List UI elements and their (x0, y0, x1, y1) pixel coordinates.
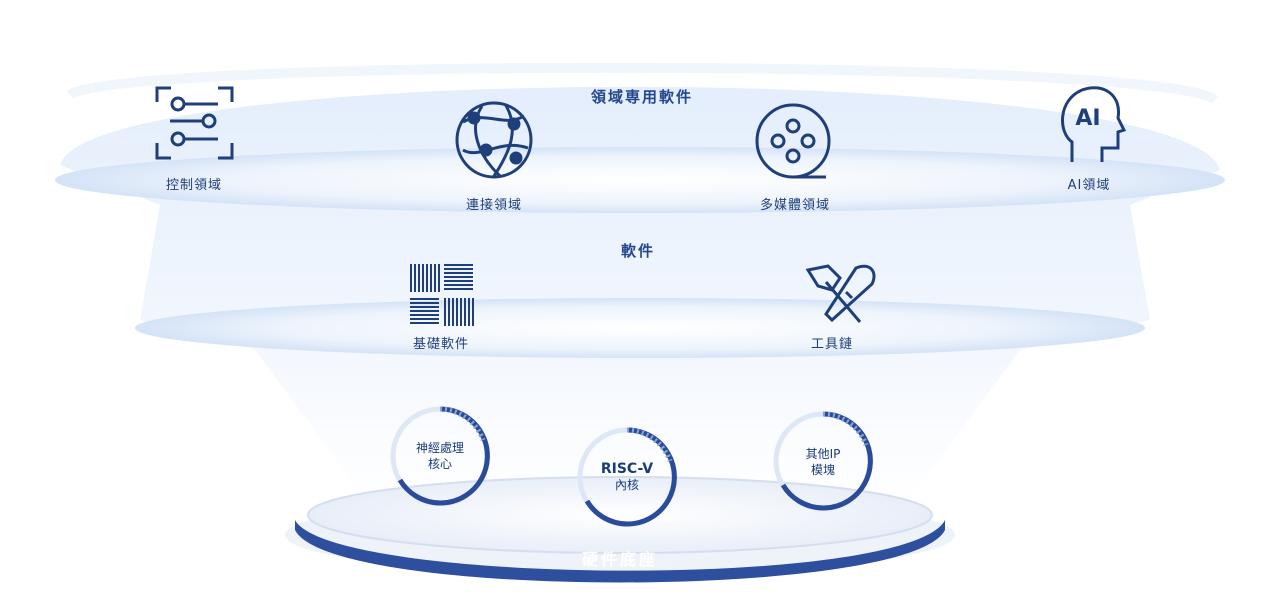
riscv-core-line1: RISC-V (600, 461, 654, 477)
chip-ring-1 (390, 406, 490, 506)
npu-core-line2: 核心 (427, 457, 452, 471)
domain-layer-disc (55, 147, 1225, 213)
npu-core-label: 神經處理 核心 (400, 440, 480, 472)
chip-ring-3 (773, 411, 873, 511)
other-ip-label: 其他IP 模塊 (783, 446, 863, 478)
base-grid-icon (410, 264, 474, 326)
software-layer-title: 軟件 (620, 242, 656, 260)
domain-layer-title: 領域専用軟件 (590, 88, 694, 106)
base-software-label: 基礎軟件 (412, 337, 470, 352)
chip-ring-2 (577, 427, 677, 527)
toolchain-label: 工具鏈 (810, 337, 854, 352)
control-sliders-icon (155, 86, 234, 160)
network-globe-icon (455, 101, 533, 179)
ai-head-icon: AI (1061, 86, 1127, 162)
riscv-core-label: RISC-V 內核 (587, 461, 667, 493)
connect-domain-label: 連接領域 (465, 198, 523, 213)
svg-text:AI: AI (1075, 106, 1100, 131)
film-reel-icon (755, 103, 831, 179)
npu-core-line1: 神經處理 (415, 441, 464, 455)
software-layer-disc (135, 298, 1145, 358)
other-ip-line2: 模塊 (810, 463, 835, 477)
hardware-base-label: 硬件底座 (581, 550, 659, 569)
riscv-core-line2: 內核 (614, 478, 639, 492)
base-ring (295, 520, 945, 583)
other-ip-line1: 其他IP (805, 447, 841, 461)
multimedia-domain-label: 多媒體領域 (759, 198, 831, 213)
tools-icon (805, 264, 876, 323)
control-domain-label: 控制領域 (165, 178, 223, 193)
ai-domain-label: AI領域 (1067, 178, 1111, 193)
